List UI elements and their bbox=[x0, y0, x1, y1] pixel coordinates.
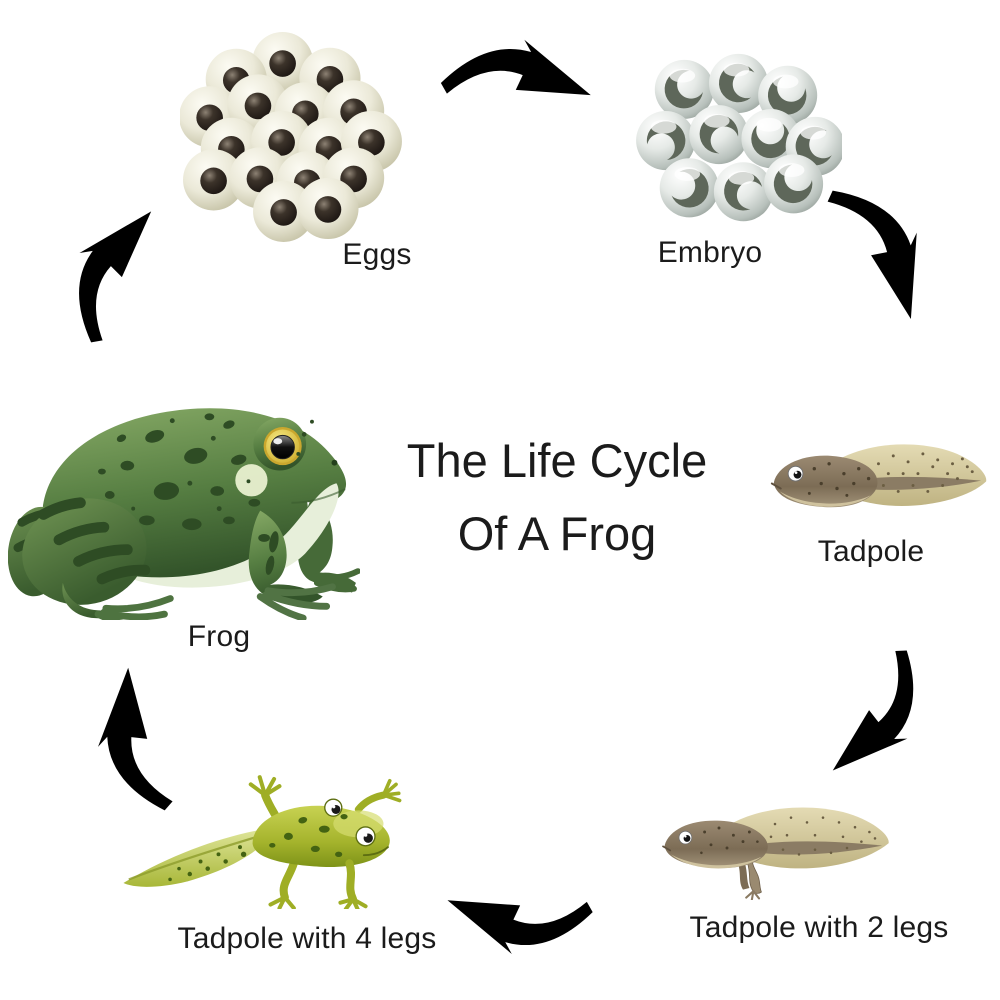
cycle-arrow-icon bbox=[827, 190, 917, 319]
tadpole-2-legs-tail-spots bbox=[769, 816, 877, 856]
stage-label-tadpole-4-legs: Tadpole with 4 legs bbox=[177, 922, 437, 955]
tadpole-2-legs-spots bbox=[700, 826, 759, 855]
frog-illustration bbox=[8, 408, 360, 620]
arrow-tadpole-to-tadpole-2-legs bbox=[801, 629, 950, 806]
arrow-tadpole-4-legs-to-frog bbox=[76, 648, 199, 829]
cycle-arrow-icon bbox=[98, 667, 173, 811]
eggs-illustration bbox=[180, 31, 402, 242]
egg-cluster bbox=[180, 31, 402, 242]
tadpole-4-legs-illustration bbox=[123, 775, 402, 909]
tadpole-illustration bbox=[770, 444, 987, 508]
cycle-arrow-icon bbox=[832, 650, 914, 771]
arrow-tadpole-2-legs-to-tadpole-4-legs bbox=[433, 868, 602, 961]
tadpole-4-legs-spots bbox=[168, 813, 348, 882]
stage-label-tadpole: Tadpole bbox=[817, 535, 925, 568]
cycle-arrow-icon bbox=[440, 39, 591, 96]
arrow-embryo-to-tadpole bbox=[800, 158, 961, 346]
stage-label-eggs: Eggs bbox=[342, 238, 412, 271]
embryo-illustration bbox=[636, 53, 842, 222]
arrow-frog-to-eggs bbox=[44, 181, 184, 362]
diagram-title-line1: The Life Cycle bbox=[406, 434, 708, 487]
frog-spots bbox=[98, 413, 314, 542]
tadpole-spots bbox=[807, 462, 871, 497]
stage-label-frog: Frog bbox=[187, 620, 251, 653]
stage-label-embryo: Embryo bbox=[657, 236, 763, 269]
diagram-title-line2: Of A Frog bbox=[457, 507, 657, 560]
embryo-cluster bbox=[636, 53, 842, 222]
stage-label-tadpole-2-legs: Tadpole with 2 legs bbox=[689, 911, 949, 944]
tadpole-2-legs-illustration bbox=[662, 807, 889, 900]
tadpole-tail-spots bbox=[876, 452, 974, 493]
cycle-arrow-icon bbox=[79, 211, 152, 343]
arrow-eggs-to-embryo bbox=[432, 32, 606, 128]
diagram-title: The Life Cycle Of A Frog bbox=[407, 424, 707, 570]
cycle-arrow-icon bbox=[447, 900, 593, 955]
